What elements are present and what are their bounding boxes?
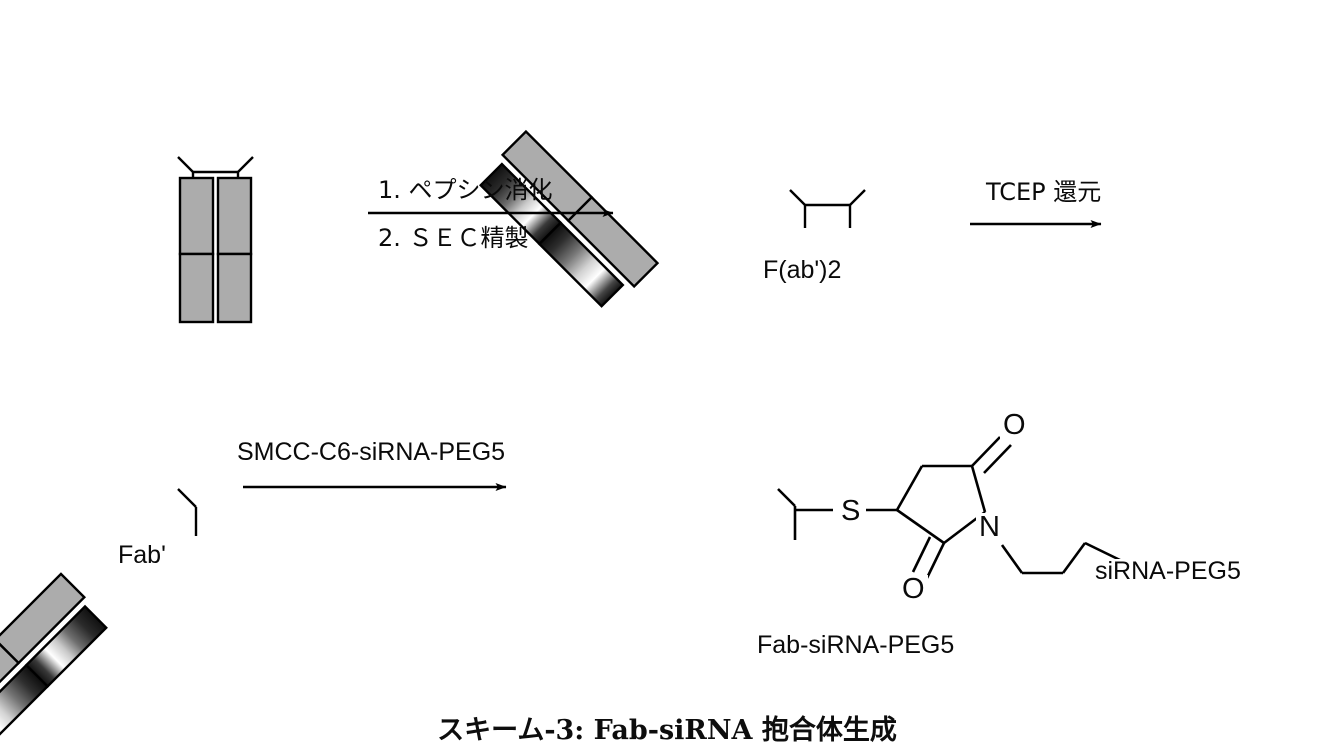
conjugate-linker-bonds — [777, 488, 833, 540]
nitrogen-atom-label: N — [976, 513, 1003, 542]
igg-fc-right-chain — [216, 176, 253, 324]
igg-right-arm — [478, 129, 660, 308]
igg-right-heavy-chain — [500, 129, 660, 289]
carbonyl-top — [971, 436, 1012, 474]
fab2-left-arm — [0, 572, 108, 751]
fab-prime-thiol-tail — [177, 488, 198, 536]
figure-caption: スキーム-3: Fab-siRNA 抱合体生成 — [437, 715, 897, 746]
structure-conjugate — [777, 436, 1144, 579]
conjugate-structure-label: Fab-siRNA-PEG5 — [757, 631, 955, 659]
reaction-3-label-line1: SMCC-C6-siRNA-PEG5 — [237, 438, 506, 466]
structure-fab2 — [0, 189, 866, 751]
carbonyl-bottom — [911, 536, 946, 579]
structure-fab-prime — [177, 488, 198, 536]
oxygen-atom-bottom-label: O — [899, 575, 928, 604]
sulfur-atom-label: S — [838, 497, 864, 526]
payload-label: siRNA-PEG5 — [1093, 557, 1243, 585]
reaction-2-label-line1: TCEP 還元 — [986, 178, 1102, 206]
reaction-1-label-line1: 1. ペプシン消化 — [378, 176, 553, 204]
reaction-1-label-line2: 2. ＳＥＣ精製 — [378, 224, 529, 252]
igg-right-light-chain — [478, 162, 625, 308]
fab2-left-heavy-chain — [0, 572, 87, 731]
fab-prime-structure-label: Fab' — [118, 541, 166, 569]
fab2-structure-label: F(ab')2 — [763, 256, 842, 284]
succinimide-ring — [895, 464, 987, 545]
igg-fc-left-chain — [178, 176, 215, 324]
fab2-hinge — [789, 189, 866, 228]
fab2-left-light-chain — [0, 604, 108, 751]
structure-igg — [177, 129, 660, 324]
oxygen-atom-top-label: O — [1000, 411, 1029, 440]
